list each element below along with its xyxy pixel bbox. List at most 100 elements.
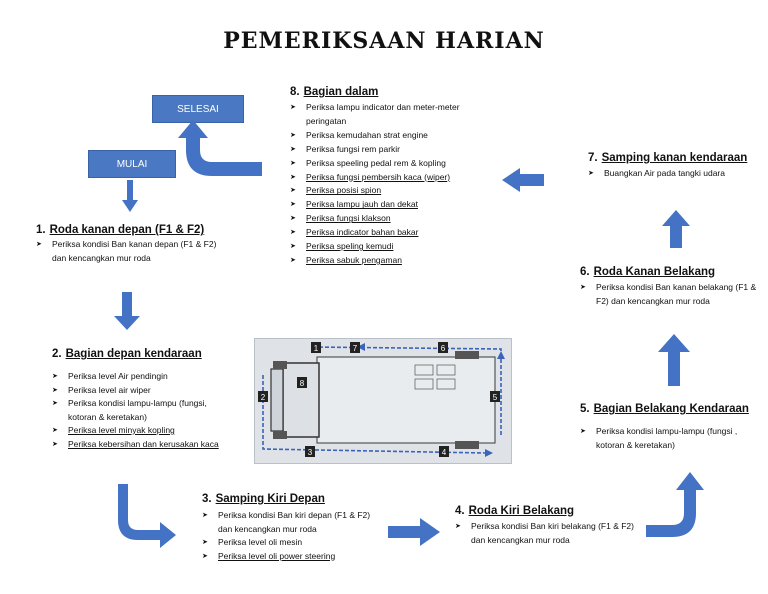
check-item: Periksa sabuk pengaman bbox=[290, 254, 500, 268]
check-item: Periksa level Air pendingin bbox=[52, 370, 230, 384]
section-6-title: Roda Kanan Belakang bbox=[593, 266, 716, 278]
section-7-list: Buangkan Air pada tangki udara bbox=[588, 167, 766, 181]
check-item: Periksa speeling pedal rem & kopling bbox=[290, 157, 500, 171]
truck-drawing: 1 2 3 4 5 6 7 8 bbox=[258, 342, 505, 457]
section-4: 4.Roda Kiri Belakang Periksa kondisi Ban… bbox=[455, 505, 635, 547]
arrow-3-to-4 bbox=[388, 518, 440, 546]
check-item: Periksa level air wiper bbox=[52, 384, 230, 398]
section-5-title: Bagian Belakang Kendaraan bbox=[593, 403, 749, 415]
section-8-title: Bagian dalam bbox=[303, 86, 379, 98]
check-item: Periksa level minyak kopling bbox=[52, 424, 230, 438]
check-item: Buangkan Air pada tangki udara bbox=[588, 167, 766, 181]
marker-8: 8 bbox=[300, 379, 305, 388]
wheel-rear-right bbox=[455, 351, 479, 359]
mulai-box: MULAI bbox=[88, 150, 176, 178]
section-5: 5.Bagian Belakang Kendaraan Periksa kond… bbox=[580, 403, 760, 452]
check-item-text: Periksa kondisi Ban kiri belakang (F1 & … bbox=[471, 521, 634, 545]
check-item-text: Periksa fungsi pembersih kaca (wiper) bbox=[306, 171, 451, 182]
check-item: Periksa fungsi rem parkir bbox=[290, 143, 500, 157]
check-item: Periksa kondisi Ban kanan belakang (F1 &… bbox=[580, 281, 760, 308]
check-item: Periksa speling kemudi bbox=[290, 240, 500, 254]
check-item: Periksa kemudahan strat engine bbox=[290, 129, 500, 143]
check-item-text: Periksa lampu jauh dan dekat bbox=[306, 199, 418, 210]
check-item: Periksa kondisi lampu-lampu (fungsi , ko… bbox=[580, 425, 760, 452]
section-1-list: Periksa kondisi Ban kanan depan (F1 & F2… bbox=[36, 238, 226, 265]
check-item-text: Periksa level air wiper bbox=[68, 384, 151, 395]
selesai-box: SELESAI bbox=[152, 95, 244, 123]
section-5-list: Periksa kondisi lampu-lampu (fungsi , ko… bbox=[580, 425, 760, 452]
route-arrowheads bbox=[357, 343, 505, 457]
truck-cab bbox=[282, 362, 320, 438]
check-item-text: Periksa sabuk pengaman bbox=[306, 254, 402, 265]
section-6: 6.Roda Kanan Belakang Periksa kondisi Ba… bbox=[580, 266, 760, 308]
check-item-text: Periksa level Air pendingin bbox=[68, 371, 168, 381]
section-6-list: Periksa kondisi Ban kanan belakang (F1 &… bbox=[580, 281, 760, 308]
arrow-8-to-selesai bbox=[178, 120, 262, 176]
check-item-text: Periksa indicator bahan bakar bbox=[306, 227, 419, 238]
check-item-text: Periksa speling kemudi bbox=[306, 241, 394, 252]
arrow-4-to-5 bbox=[646, 472, 704, 537]
check-item-text: Periksa level minyak kopling bbox=[68, 425, 175, 435]
marker-3: 3 bbox=[308, 448, 313, 457]
check-item: Periksa lampu indicator dan meter-meter … bbox=[290, 101, 500, 129]
arrow-2-to-3 bbox=[118, 484, 176, 548]
section-1: 1.Roda kanan depan (F1 & F2) Periksa kon… bbox=[36, 224, 226, 265]
section-2-list: Periksa level Air pendinginPeriksa level… bbox=[52, 370, 230, 451]
check-item: Periksa indicator bahan bakar bbox=[290, 226, 500, 240]
section-4-title: Roda Kiri Belakang bbox=[468, 505, 575, 517]
section-3: 3.Samping Kiri Depan Periksa kondisi Ban… bbox=[202, 493, 372, 563]
check-item-text: Periksa lampu indicator dan meter-meter … bbox=[306, 102, 460, 126]
wheel-front-left bbox=[273, 431, 287, 439]
marker-5: 5 bbox=[493, 393, 498, 402]
arrow-mulai-down bbox=[122, 180, 138, 212]
truck-cargo bbox=[316, 356, 496, 444]
check-item: Periksa posisi spion bbox=[290, 184, 500, 198]
arrow-1-to-2 bbox=[114, 292, 140, 330]
page-title: PEMERIKSAAN HARIAN bbox=[223, 28, 545, 54]
check-item-text: Periksa level oli power steering bbox=[218, 550, 336, 561]
section-7: 7.Samping kanan kendaraan Buangkan Air p… bbox=[588, 152, 766, 181]
check-item-text: Periksa kondisi lampu-lampu (fungsi , ko… bbox=[596, 426, 738, 450]
check-item: Periksa fungsi klakson bbox=[290, 212, 500, 226]
wheel-rear-left bbox=[455, 441, 479, 449]
check-item: Periksa kondisi Ban kiri depan (F1 & F2)… bbox=[202, 509, 372, 536]
section-2-title: Bagian depan kendaraan bbox=[65, 348, 202, 360]
arrow-6-to-7 bbox=[662, 210, 690, 248]
check-item: Periksa kebersihan dan kerusakan kaca bbox=[52, 438, 230, 452]
section-4-list: Periksa kondisi Ban kiri belakang (F1 & … bbox=[455, 520, 635, 547]
check-item-text: Periksa kondisi Ban kanan belakang (F1 &… bbox=[596, 282, 757, 306]
check-item-text: Periksa speeling pedal rem & kopling bbox=[306, 157, 446, 168]
marker-4: 4 bbox=[442, 448, 447, 457]
arrow-7-to-8 bbox=[502, 168, 544, 192]
check-item: Periksa lampu jauh dan dekat bbox=[290, 198, 500, 212]
check-item: Periksa kondisi Ban kanan depan (F1 & F2… bbox=[36, 238, 226, 265]
check-item-text: Periksa kemudahan strat engine bbox=[306, 129, 428, 140]
section-8: 8.Bagian dalam Periksa lampu indicator d… bbox=[290, 86, 500, 268]
check-item-text: Periksa level oli mesin bbox=[218, 537, 303, 547]
section-7-title: Samping kanan kendaraan bbox=[601, 152, 748, 164]
marker-2: 2 bbox=[261, 393, 266, 402]
wheel-front-right bbox=[273, 361, 287, 369]
truck-diagram: 1 2 3 4 5 6 7 8 bbox=[254, 338, 512, 464]
check-item-text: Periksa kebersihan dan kerusakan kaca bbox=[68, 438, 219, 449]
marker-6: 6 bbox=[441, 344, 446, 353]
check-item-text: Periksa fungsi klakson bbox=[306, 213, 391, 224]
check-item-text: Periksa posisi spion bbox=[306, 185, 382, 196]
cargo-seats bbox=[414, 364, 456, 390]
arrow-5-to-6 bbox=[658, 334, 690, 386]
check-item: Periksa kondisi Ban kiri belakang (F1 & … bbox=[455, 520, 635, 547]
check-item: Periksa level oli power steering bbox=[202, 550, 372, 564]
marker-7: 7 bbox=[353, 344, 358, 353]
check-item-text: Periksa fungsi rem parkir bbox=[306, 143, 401, 154]
check-item-text: Periksa kondisi Ban kanan depan (F1 & F2… bbox=[52, 239, 217, 263]
step-markers: 1 2 3 4 5 6 7 8 bbox=[258, 342, 500, 457]
section-2: 2.Bagian depan kendaraan Periksa level A… bbox=[52, 348, 230, 451]
section-8-list: Periksa lampu indicator dan meter-meter … bbox=[290, 101, 500, 268]
check-item: Periksa level oli mesin bbox=[202, 536, 372, 550]
section-3-list: Periksa kondisi Ban kiri depan (F1 & F2)… bbox=[202, 509, 372, 563]
section-3-title: Samping Kiri Depan bbox=[215, 493, 325, 505]
check-item: Periksa fungsi pembersih kaca (wiper) bbox=[290, 171, 500, 185]
check-item-text: Periksa kondisi Ban kiri depan (F1 & F2)… bbox=[218, 510, 371, 534]
marker-1: 1 bbox=[314, 344, 319, 353]
